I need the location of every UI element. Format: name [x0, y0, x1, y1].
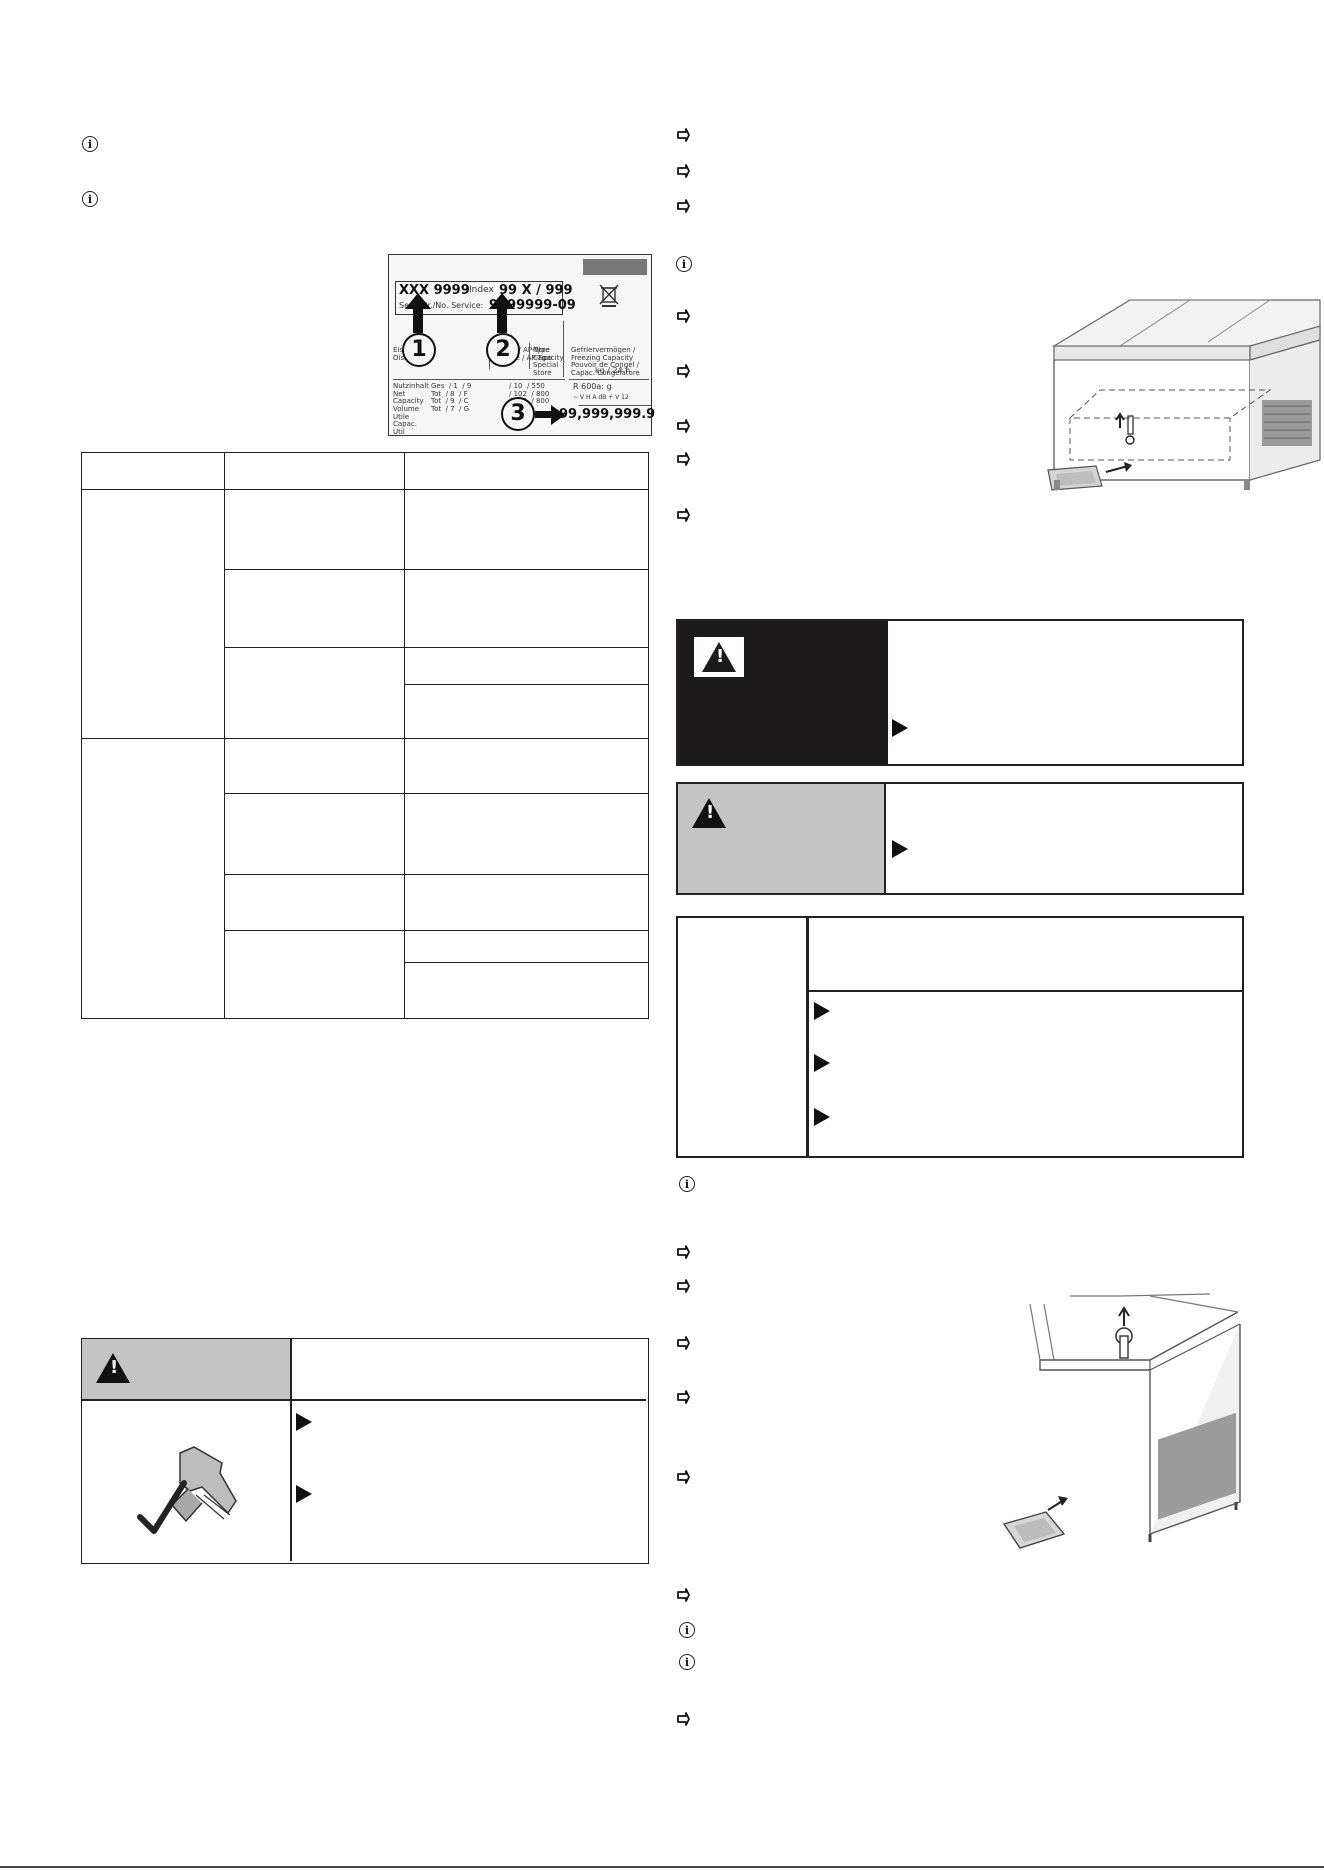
technical-data-table	[81, 452, 649, 1020]
plate-rows-left: Nutzinhalt Net Capacity Volume Utile Cap…	[393, 382, 429, 437]
arrow-bullet-icon	[676, 1245, 690, 1264]
table-cell	[223, 929, 406, 1020]
plate-serial-value: 99,999,999.9	[559, 407, 656, 422]
table-cell	[223, 488, 406, 570]
table-group-cell	[81, 738, 225, 1019]
badge-1: 1	[402, 333, 436, 367]
info-icon: i	[676, 256, 692, 272]
plate-service-label: Serv. Nr./No. Service:	[399, 301, 484, 310]
plate-divider	[529, 343, 530, 369]
table-cell	[404, 792, 649, 875]
caution-header: !	[678, 784, 884, 893]
warning-icon: !	[692, 798, 726, 828]
caution-notice-box: !	[676, 782, 1244, 895]
table-cell	[404, 962, 649, 1019]
arrow-bullet-icon	[676, 164, 690, 183]
arrow-bullet-icon	[676, 508, 690, 527]
arrow-bullet-icon	[676, 309, 690, 328]
arrow-bullet-icon	[676, 1390, 690, 1409]
warning-icon-frame: !	[694, 637, 744, 677]
arrow-bullet-icon	[676, 199, 690, 218]
arrow-bullet-icon	[676, 364, 690, 383]
notice-box	[676, 916, 1244, 1158]
ice-scraper-icon	[132, 1443, 262, 1543]
triangle-step-icon	[814, 1108, 830, 1126]
arrow-up-icon	[405, 293, 431, 333]
info-icon: i	[679, 1622, 695, 1638]
table-group-cell	[81, 488, 225, 740]
plate-refrigerant-sub: ~ V H A dB + V 12	[573, 394, 629, 401]
danger-header: !	[678, 621, 888, 764]
divider	[884, 784, 886, 893]
freezer-drain-illustration	[1040, 290, 1324, 526]
plate-divider	[563, 321, 564, 377]
triangle-step-icon	[892, 719, 908, 737]
table-cell	[223, 738, 406, 794]
table-cell	[223, 873, 406, 931]
info-icon: i	[82, 136, 98, 152]
divider	[290, 1339, 292, 1561]
divider	[806, 918, 809, 1156]
arrow-bullet-icon	[676, 1588, 690, 1607]
table-cell	[404, 929, 649, 964]
plate-freezing-label: Gefriervermögen / Freezing Capacity Pouv…	[571, 346, 640, 378]
triangle-step-icon	[814, 1054, 830, 1072]
arrow-right-icon	[535, 411, 553, 418]
info-icon: i	[82, 191, 98, 207]
plate-logo-bar	[583, 259, 647, 275]
table-cell	[223, 568, 406, 648]
rating-plate-illustration: XXX 9999 Index 99 X / 999 Serv. Nr./No. …	[388, 254, 656, 437]
plate-ice-label: Eis/ Ois	[393, 346, 406, 362]
plate-rows-units: Ges / 1 / 9 Tot / 8 / F Tot / 9 / C Tot …	[431, 382, 472, 414]
triangle-step-icon	[814, 1002, 830, 1020]
plate-freezing-unit: kg / 24 h	[595, 366, 631, 375]
table-cell	[223, 792, 406, 875]
triangle-step-icon	[296, 1413, 312, 1431]
table-header-cell	[404, 452, 649, 490]
plate-refrigerant: R 600a: g	[573, 382, 612, 391]
plate-type-label: Ap.Typ / AP-Type AP-Type / AP-Tipo	[493, 346, 553, 362]
arrow-bullet-icon	[676, 1336, 690, 1355]
table-header-cell	[81, 452, 225, 490]
table-cell	[404, 738, 649, 794]
info-icon: i	[679, 1654, 695, 1670]
badge-2: 2	[486, 333, 520, 367]
table-cell	[223, 646, 406, 740]
plate-divider	[393, 379, 565, 380]
warning-icon: !	[96, 1353, 130, 1383]
arrow-bullet-icon	[676, 128, 690, 147]
arrow-right-icon	[551, 405, 565, 425]
table-cell	[404, 488, 649, 570]
warning-notice-box: !	[81, 1338, 649, 1564]
danger-notice-box: !	[676, 619, 1244, 766]
plate-header-box	[395, 281, 563, 315]
triangle-step-icon	[296, 1485, 312, 1503]
arrow-bullet-icon	[676, 419, 690, 438]
table-cell	[404, 684, 649, 739]
table-cell	[404, 646, 649, 686]
table-header-cell	[223, 452, 406, 490]
badge-3: 3	[501, 397, 535, 431]
info-icon: i	[679, 1176, 695, 1192]
table-cell	[404, 873, 649, 931]
freezer-drain-plug-illustration	[1000, 1290, 1270, 1552]
arrow-bullet-icon	[676, 1712, 690, 1731]
plate-divider	[579, 405, 651, 406]
plate-index-label: Index	[469, 285, 494, 295]
arrow-bullet-icon	[676, 1470, 690, 1489]
footer-rule	[0, 1866, 1324, 1868]
divider	[82, 1399, 646, 1401]
arrow-bullet-icon	[676, 1279, 690, 1298]
table-cell	[404, 568, 649, 648]
arrow-bullet-icon	[676, 452, 690, 471]
warning-header: !	[82, 1339, 290, 1399]
triangle-step-icon	[892, 840, 908, 858]
warning-icon: !	[702, 642, 736, 672]
plate-divider	[569, 379, 649, 380]
divider	[808, 990, 1242, 992]
plate-capacity-label: Nbre Capacity Special Store	[533, 346, 564, 378]
plate-index-value: 99 X / 999	[499, 283, 573, 298]
arrow-up-icon	[489, 293, 515, 333]
crossed-bin-icon	[599, 283, 619, 307]
